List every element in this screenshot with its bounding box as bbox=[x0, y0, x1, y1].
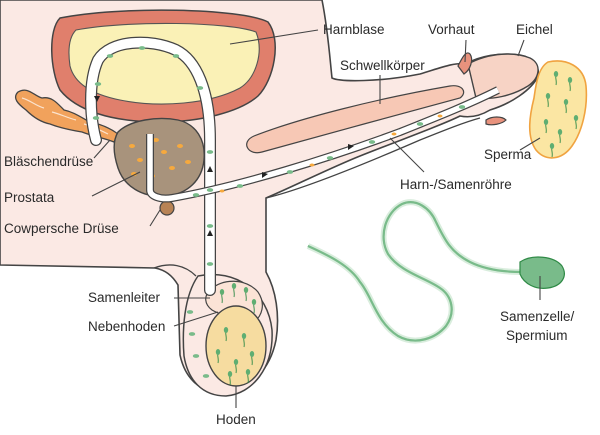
large-sperm-head bbox=[519, 256, 565, 289]
label-prostata: Prostata bbox=[4, 190, 55, 205]
label-samenzelle-line2: Spermium bbox=[506, 328, 568, 343]
label-hoden: Hoden bbox=[216, 412, 256, 427]
label-samenleiter: Samenleiter bbox=[88, 290, 161, 305]
sperma-drop bbox=[528, 60, 588, 159]
urethra-secretion bbox=[219, 114, 443, 193]
glans bbox=[467, 53, 539, 100]
label-nebenhoden: Nebenhoden bbox=[88, 319, 165, 334]
cowper-gland bbox=[159, 200, 175, 216]
label-vorhaut: Vorhaut bbox=[428, 22, 475, 37]
foreskin bbox=[457, 52, 473, 75]
label-harn-samenroehre: Harn-/Samenröhre bbox=[400, 177, 512, 192]
label-cowpersche-druese: Cowpersche Drüse bbox=[4, 221, 119, 236]
label-schwellkoerper: Schwellkörper bbox=[340, 58, 425, 73]
leader-lines bbox=[91, 29, 541, 408]
erectile-tissue bbox=[246, 85, 465, 154]
prostate bbox=[113, 117, 205, 197]
testis bbox=[205, 305, 267, 387]
label-harnblase: Harnblase bbox=[323, 22, 385, 37]
label-sperma: Sperma bbox=[484, 147, 532, 162]
label-samenzelle-line1: Samenzelle/ bbox=[500, 309, 575, 324]
label-blaeschendruese: Bläschendrüse bbox=[4, 154, 93, 169]
flow-arrows bbox=[94, 96, 354, 236]
label-eichel: Eichel bbox=[516, 22, 553, 37]
